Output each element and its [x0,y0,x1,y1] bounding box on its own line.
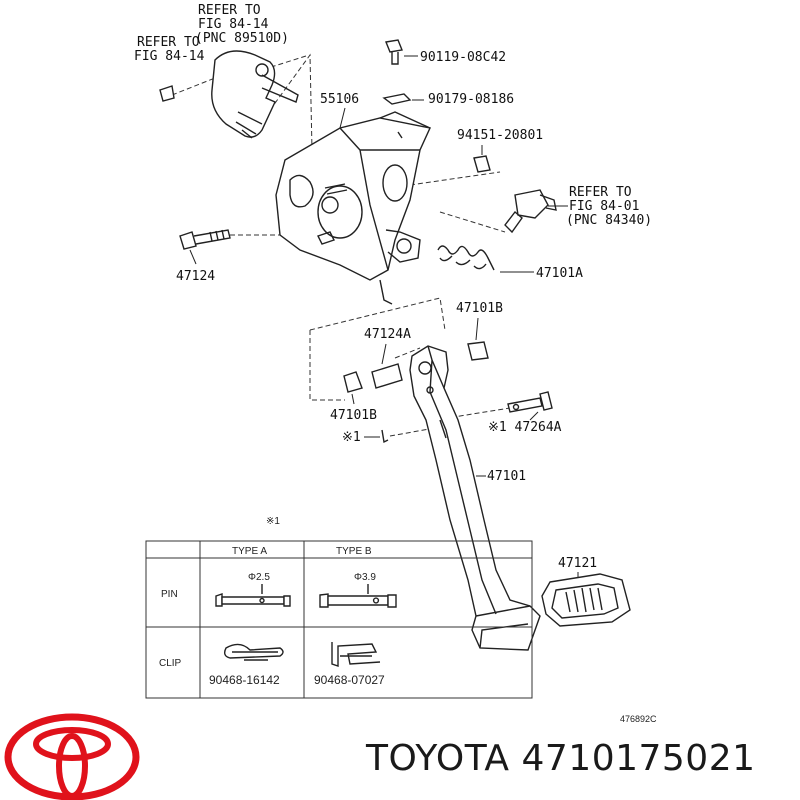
leader-47101b-upper [475,317,479,341]
ref2-line2: FIG 84-14 [134,49,205,64]
leader-55106 [339,107,346,129]
reference-fig-84-14: REFER TO FIG 84-14 [134,35,205,64]
stop-lamp-switch [504,189,568,234]
detail-table: ※1 TYPE A TYPE B PIN CLIP Φ2.5 Φ3.9 [145,516,533,699]
brake-pedal-arm [409,345,541,651]
ref3-line1: REFER TO [569,185,632,200]
table-row-pin: PIN [161,589,178,600]
part-clip-mark-label: ※1 [342,430,361,445]
illustration-code: 476892C [620,714,657,724]
part-90119-label: 90119-08C42 [420,50,506,65]
reference-fig-84-14-pnc: REFER TO FIG 84-14 (PNC 89510D) [195,3,289,46]
pin-47264a [507,391,553,421]
part-47124a-label: 47124A [364,327,411,342]
pin-a-diameter: Φ2.5 [248,572,270,583]
table-mark: ※1 [266,516,280,527]
part-94151-label: 94151-20801 [457,128,543,143]
leader-47101b-lower [351,393,355,405]
dashed-line-shaft [230,234,446,401]
bolt-47124 [179,229,231,265]
part-47264a-label: ※1 47264A [488,420,562,435]
part-47101b-upper-label: 47101B [456,301,503,316]
part-47101b-lower-label: 47101B [330,408,377,423]
dashed-line-sensor [171,53,313,151]
part-90179-label: 90179-08186 [428,92,514,107]
dashed-line-switch [409,171,506,233]
part-55106-label: 55106 [320,92,359,107]
leader-47124a [381,343,387,365]
collar-47124a [371,363,403,389]
clip-a-part-number: 90468-16142 [209,673,280,687]
table-col-type-b: TYPE B [336,546,372,557]
stroke-sensor [159,50,299,139]
table-col-type-a: TYPE A [232,546,267,557]
clip-b-part-number: 90468-07027 [314,673,385,687]
ref1-line3: (PNC 89510D) [195,31,289,46]
part-47101a-label: 47101A [536,266,583,281]
ref1-line2: FIG 84-14 [198,17,269,32]
bolt-90119 [385,39,418,65]
pin-b-diameter: Φ3.9 [354,572,376,583]
reference-fig-84-01: REFER TO FIG 84-01 (PNC 84340) [566,185,652,228]
pedal-pad [541,573,631,627]
clip-part [381,429,389,444]
pin-type-b-drawing [319,584,397,608]
return-spring [437,245,534,273]
table-row-clip: CLIP [159,658,182,669]
bushing-47101b-lower [343,371,363,393]
toyota-logo [4,713,140,800]
pedal-bracket [275,111,432,305]
part-47124-label: 47124 [176,269,215,284]
pin-type-a-drawing [215,584,291,607]
ref3-line3: (PNC 84340) [566,213,652,228]
bushing-47101b-upper [467,341,489,361]
ref3-line2: FIG 84-01 [569,199,639,214]
clip-type-b-drawing [331,642,381,667]
part-47101-label: 47101 [487,469,526,484]
ref2-line1: REFER TO [137,35,200,50]
brand-part-number: TOYOTA 4710175021 [366,738,756,779]
ref1-line1: REFER TO [198,3,261,18]
clip-type-a-drawing [223,643,284,661]
part-47121-label: 47121 [558,556,597,571]
nut-94151 [473,145,491,173]
washer-90179 [382,93,424,105]
